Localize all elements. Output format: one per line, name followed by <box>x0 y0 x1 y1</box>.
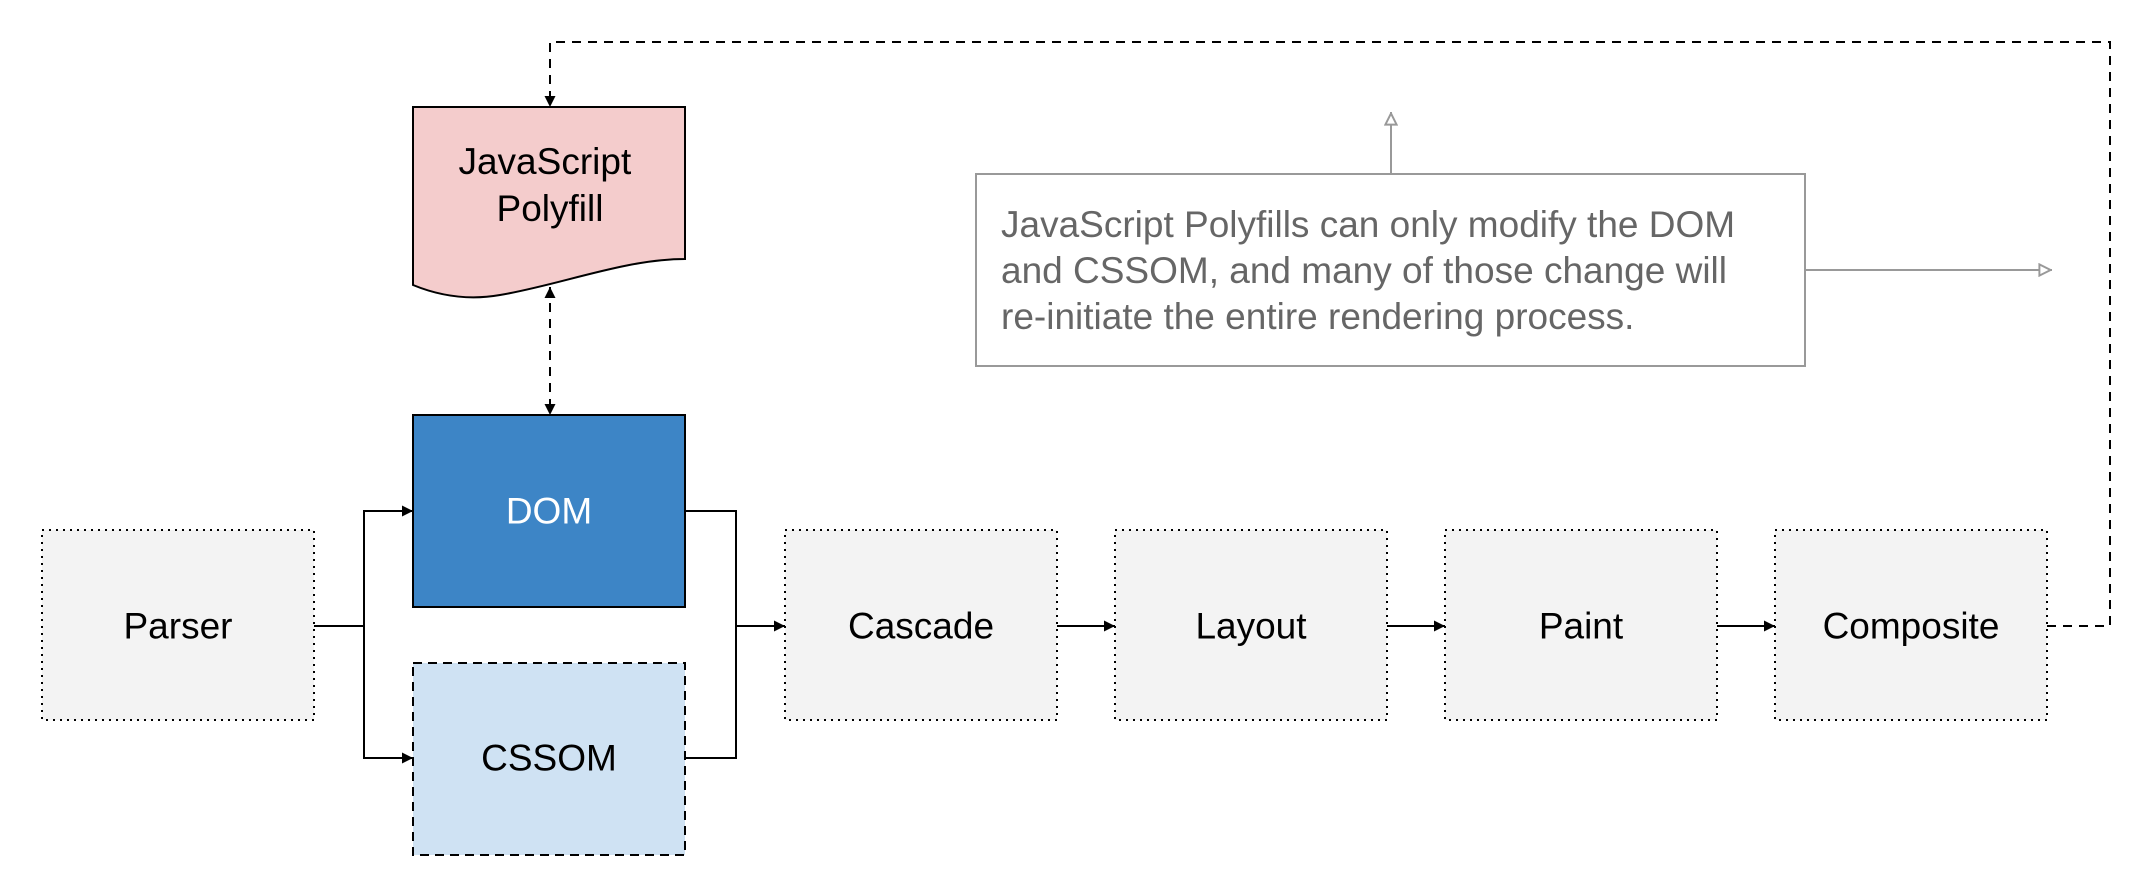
connector-composite-to-polyfill <box>544 41 2111 627</box>
node-parser-label: Parser <box>124 606 233 647</box>
node-cssom-label: CSSOM <box>481 738 617 779</box>
connector-cssom-to-merge <box>685 626 737 759</box>
node-cascade-label: Cascade <box>848 606 994 647</box>
node-parser-box <box>41 529 315 721</box>
note-text: JavaScript Polyfills can only modify the… <box>1001 204 1745 337</box>
node-cascade: Cascade <box>784 529 1058 721</box>
note-box-border <box>975 173 1806 367</box>
connector-parser-to-dom <box>363 505 413 626</box>
node-cssom-box <box>412 662 686 856</box>
node-composite: Composite <box>1774 529 2048 721</box>
connectors <box>314 41 2111 764</box>
note-box: JavaScript Polyfills can only modify the… <box>975 173 1806 367</box>
node-polyfill-label-line1: JavaScript <box>458 141 631 182</box>
node-layout: Layout <box>1114 529 1388 721</box>
node-polyfill-label: JavaScript Polyfill <box>458 141 641 229</box>
node-paint-label: Paint <box>1539 606 1624 647</box>
node-composite-label: Composite <box>1823 606 2000 647</box>
node-layout-label: Layout <box>1195 606 1307 647</box>
node-parser: Parser <box>41 529 315 721</box>
node-paint: Paint <box>1444 529 1718 721</box>
node-dom: DOM <box>412 414 686 608</box>
node-polyfill-label-line2: Polyfill <box>497 188 604 229</box>
note-text-line2: and CSSOM, and many of those change will <box>1001 250 1727 291</box>
note-text-line3: re-initiate the entire rendering process… <box>1001 296 1634 337</box>
connector-parser-to-cssom <box>363 626 413 764</box>
note-text-line1: JavaScript Polyfills can only modify the… <box>1001 204 1735 245</box>
node-dom-box <box>412 414 686 608</box>
node-cssom: CSSOM <box>412 662 686 856</box>
node-polyfill: JavaScript Polyfill <box>412 106 686 299</box>
node-cascade-box <box>784 529 1058 721</box>
node-layout-box <box>1114 529 1388 721</box>
connector-dom-to-merge <box>685 510 737 626</box>
node-paint-box <box>1444 529 1718 721</box>
node-dom-label: DOM <box>506 491 592 532</box>
node-polyfill-shape <box>412 106 686 299</box>
node-composite-box <box>1774 529 2048 721</box>
